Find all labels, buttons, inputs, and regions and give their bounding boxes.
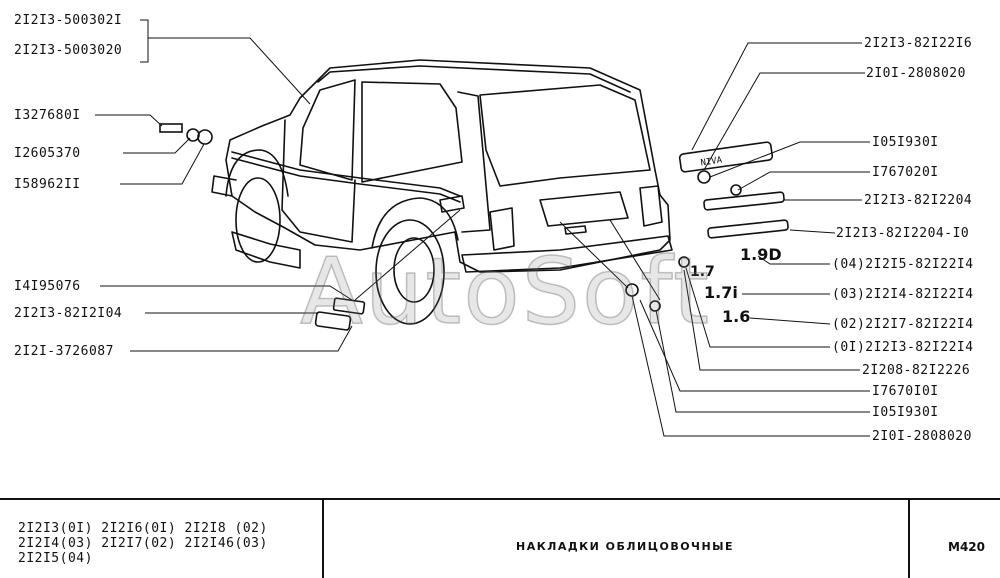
page-number: M420 <box>948 540 985 554</box>
models-cell: 2I2I3(0I) 2I2I6(0I) 2I2I8 (02) 2I2I4(03)… <box>0 498 324 578</box>
part-label: (0I)2I2I3-82I22I4 <box>832 340 974 355</box>
parts-diagram: NIVA <box>95 19 870 437</box>
side-badge <box>314 311 352 331</box>
part-label: I2605370 <box>14 146 81 161</box>
part-label: 2I0I-2808020 <box>866 66 966 81</box>
badge-17i: 1.7i <box>704 283 738 302</box>
badge-16: 1.6 <box>722 307 750 326</box>
nut-right <box>730 184 742 196</box>
part-label: (03)2I2I4-82I22I4 <box>832 287 974 302</box>
part-label: 2I0I-2808020 <box>872 429 972 444</box>
title-block: 2I2I3(0I) 2I2I6(0I) 2I2I8 (02) 2I2I4(03)… <box>0 498 1000 578</box>
part-label: 2I2I3-5003020 <box>14 43 123 58</box>
car-body <box>211 59 673 325</box>
part-label: I4I95076 <box>14 279 81 294</box>
washer-right <box>697 170 711 184</box>
part-label: 2I2I3-82I2I04 <box>14 306 123 321</box>
part-label: 2I2I3-82I2204-I0 <box>836 226 970 241</box>
part-label: 2I2I3-82I22I6 <box>864 36 973 51</box>
part-label: 2I2I-3726087 <box>14 344 114 359</box>
nut <box>197 129 213 145</box>
watermark: AutoSoft <box>299 237 712 346</box>
part-label: 2I2I3-500302I <box>14 13 123 28</box>
page-cell: M420 <box>910 498 1000 578</box>
svg-text:NIVA: NIVA <box>700 156 723 169</box>
clip <box>678 256 690 268</box>
part-label: I05I930I <box>872 405 939 420</box>
nut-lower <box>649 300 661 312</box>
title-cell: НАКЛАДКИ ОБЛИЦОВОЧНЫЕ <box>324 498 910 578</box>
leader-lines <box>95 19 870 437</box>
part-label: 2I208-82I2226 <box>862 363 971 378</box>
drawing-title: НАКЛАДКИ ОБЛИЦОВОЧНЫЕ <box>516 540 735 553</box>
badge-17: 1.7 <box>690 264 715 280</box>
side-plate <box>332 297 366 315</box>
part-label: I7670I0I <box>872 384 939 399</box>
models-line: 2I2I4(03) 2I2I7(02) 2I2I46(03) <box>18 536 268 551</box>
emblems: NIVA <box>159 123 789 331</box>
part-label: 2I2I3-82I2204 <box>864 193 973 208</box>
trim-strip-upper <box>703 191 785 211</box>
part-label: I327680I <box>14 108 81 123</box>
bolt <box>159 123 183 133</box>
part-label: (04)2I2I5-82I22I4 <box>832 257 974 272</box>
badge-group: 1.9D 1.7 1.7i 1.6 <box>690 245 782 326</box>
badge-19d: 1.9D <box>740 245 782 264</box>
part-label: I05I930I <box>872 135 939 150</box>
models-line: 2I2I5(04) <box>18 551 93 566</box>
models-line: 2I2I3(0I) 2I2I6(0I) 2I2I8 (02) <box>18 521 268 536</box>
niva-nameplate <box>678 141 774 173</box>
part-label: (02)2I2I7-82I22I4 <box>832 317 974 332</box>
trim-strip-lower <box>707 219 789 239</box>
part-label: I767020I <box>872 165 939 180</box>
part-label: I58962II <box>14 177 81 192</box>
